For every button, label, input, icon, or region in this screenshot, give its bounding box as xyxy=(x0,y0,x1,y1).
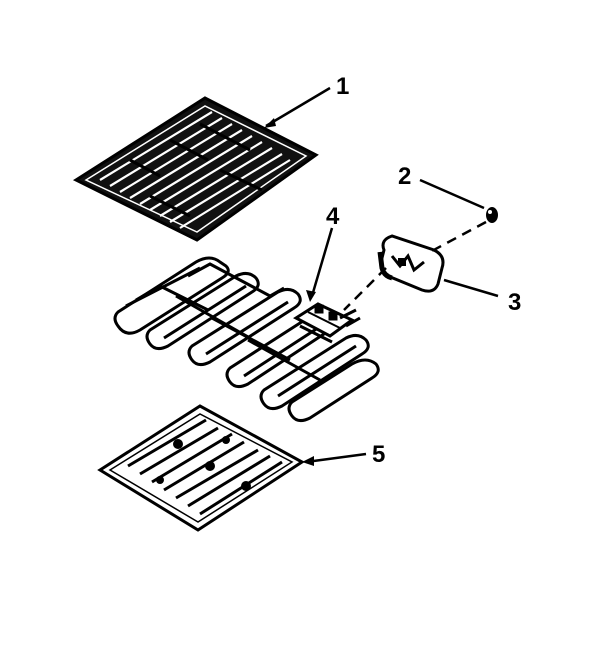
callout-label-4: 4 xyxy=(326,203,340,230)
callout-label-3: 3 xyxy=(508,289,521,316)
terminal-block xyxy=(377,234,445,293)
leader-5 xyxy=(305,452,367,464)
bake-heating-element xyxy=(113,256,380,423)
broil-pan-insert xyxy=(72,96,319,242)
element-rack xyxy=(97,404,305,532)
assembly-lines xyxy=(343,220,487,311)
dashed-terminal-block-to-element xyxy=(343,267,387,311)
callout-labels: 1 2 3 4 5 xyxy=(326,73,521,468)
leader-1 xyxy=(265,86,331,128)
dashed-screw-to-terminal-block xyxy=(429,220,487,254)
callout-label-2: 2 xyxy=(398,163,411,190)
leader-3 xyxy=(443,278,499,298)
callout-label-5: 5 xyxy=(372,441,385,468)
leader-2 xyxy=(419,178,485,210)
leader-1-arrowhead xyxy=(264,118,276,128)
leader-lines xyxy=(264,86,499,466)
screw xyxy=(486,207,498,223)
leader-4-arrowhead xyxy=(306,290,316,302)
leader-4 xyxy=(310,227,334,297)
callout-label-1: 1 xyxy=(336,73,349,100)
leader-5-arrowhead xyxy=(302,456,314,466)
